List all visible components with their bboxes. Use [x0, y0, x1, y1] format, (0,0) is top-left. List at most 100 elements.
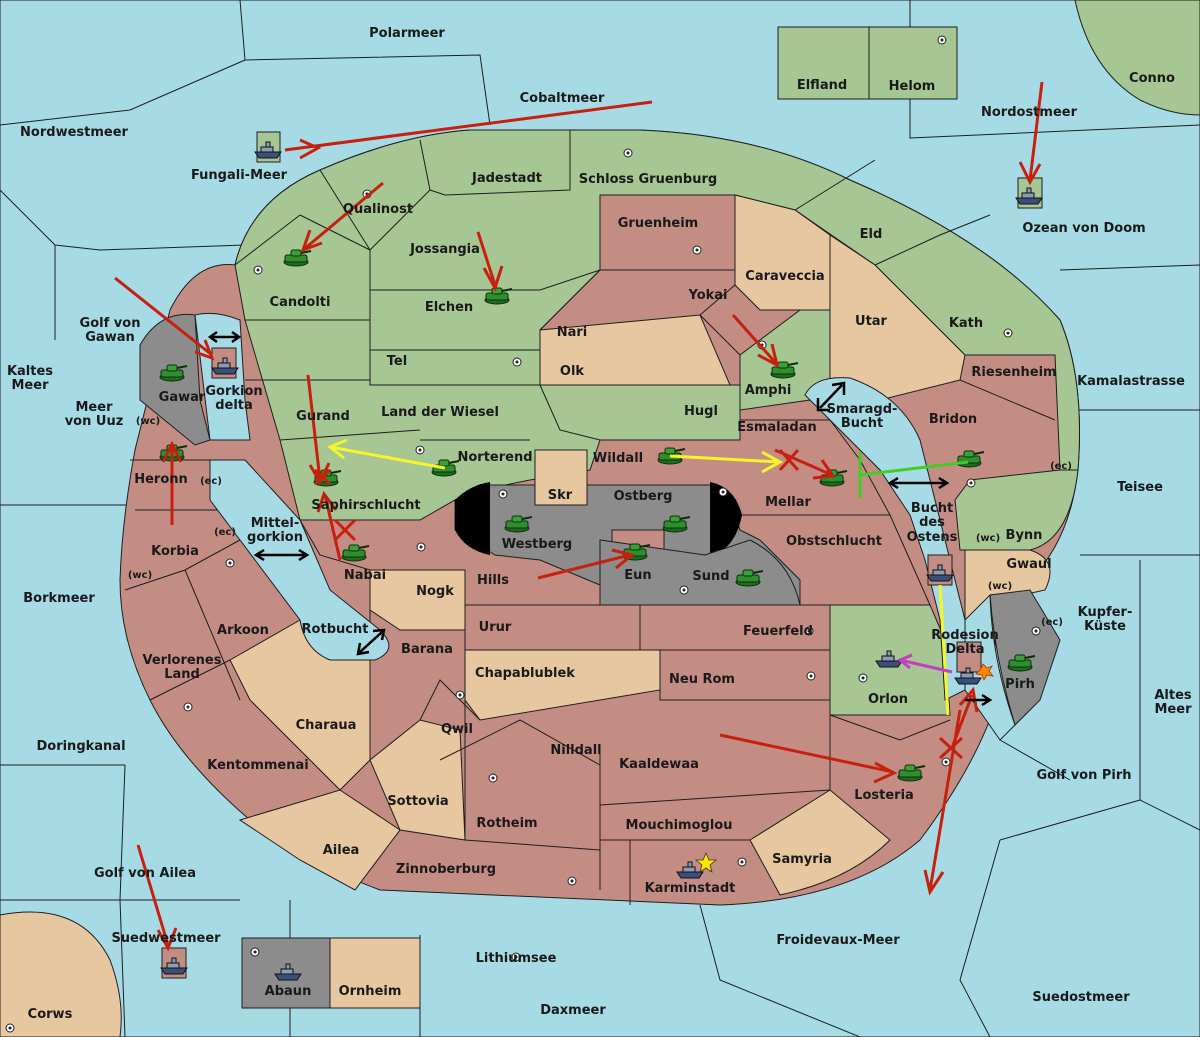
label-froidevaux-meer: Froidevaux-Meer: [776, 933, 900, 948]
label-sund: Sund: [692, 569, 729, 584]
label-urur: Urur: [479, 620, 512, 635]
coast-tag-bynn-wc: (wc): [976, 533, 1000, 544]
label-golf-von-pirh: Golf von Pirh: [1036, 768, 1131, 783]
label-verlorenes-land-2: Land: [164, 667, 200, 682]
label-nari: Nari: [557, 325, 588, 340]
label-tel: Tel: [387, 354, 407, 369]
label-borkmeer: Borkmeer: [23, 591, 95, 606]
label-orlon: Orlon: [868, 692, 908, 707]
label-hugl: Hugl: [684, 404, 718, 419]
label-kath: Kath: [949, 316, 983, 331]
label-ostberg: Ostberg: [614, 489, 673, 504]
label-schloss-gruenburg: Schloss Gruenburg: [579, 172, 717, 187]
province-conno[interactable]: [1074, 0, 1200, 116]
label-bridon: Bridon: [929, 412, 977, 427]
label-korbia: Korbia: [151, 544, 199, 559]
label-kupfer-kueste-2: Küste: [1084, 619, 1126, 634]
province-samyria[interactable]: [749, 789, 891, 896]
label-yokai: Yokai: [687, 288, 727, 303]
label-arkoon: Arkoon: [217, 623, 269, 638]
label-bucht-des-ostens-3: Ostens: [907, 530, 958, 545]
label-gawar: Gawar: [159, 390, 206, 405]
label-mouchimoglou: Mouchimoglou: [626, 818, 733, 833]
label-jadestadt: Jadestadt: [471, 171, 542, 186]
capital-star-icon: [694, 851, 718, 873]
province-skr[interactable]: [534, 449, 588, 506]
label-obstschlucht: Obstschlucht: [786, 534, 882, 549]
province-sund[interactable]: [599, 539, 801, 606]
province-sottovia[interactable]: [369, 719, 466, 841]
label-rodesion-delta-2: Delta: [945, 642, 984, 657]
label-gwaul: Gwaul: [1006, 557, 1051, 572]
province-elfland[interactable]: [777, 26, 870, 100]
label-candolti: Candolti: [270, 295, 331, 310]
label-ornheim: Ornheim: [339, 984, 402, 999]
label-rotbucht: Rotbucht: [302, 622, 369, 637]
sea-labels: Polarmeer Cobaltmeer Nordwestmeer Fungal…: [7, 26, 1192, 1022]
label-gruenheim: Gruenheim: [618, 216, 698, 231]
label-altes-meer-2: Meer: [1155, 702, 1193, 717]
label-kaltes-meer-1: Kaltes: [7, 364, 53, 379]
convoy-order: [897, 653, 953, 674]
coast-tag-gawar-wc: (wc): [136, 416, 160, 427]
coast-tag-gwaul-wc: (wc): [988, 581, 1012, 592]
label-doringkanal: Doringkanal: [36, 739, 125, 754]
coast-tag-korbia-ec: (ec): [214, 527, 236, 538]
label-gorkion-delta-1: Gorkion: [205, 384, 262, 399]
label-bynn: Bynn: [1006, 528, 1043, 543]
label-neu-rom: Neu Rom: [669, 672, 735, 687]
label-heronn: Heronn: [134, 472, 188, 487]
province-corws[interactable]: [0, 911, 122, 1037]
coast-tag-heronn-ec: (ec): [200, 476, 222, 487]
label-qwil: Qwil: [441, 722, 473, 737]
label-esmaladan: Esmaladan: [737, 420, 817, 435]
province-olk[interactable]: [539, 314, 731, 386]
label-altes-meer-1: Altes: [1154, 688, 1192, 703]
label-gurand: Gurand: [296, 409, 350, 424]
failed-order-marks: [313, 448, 964, 760]
label-norterend: Norterend: [457, 450, 532, 465]
label-samyria: Samyria: [772, 852, 832, 867]
label-helom: Helom: [889, 79, 936, 94]
label-elchen: Elchen: [425, 300, 473, 315]
label-lithiumsee: Lithiumsee: [476, 951, 557, 966]
label-elfland: Elfland: [797, 78, 847, 93]
label-nilldall: Nilldall: [550, 743, 601, 758]
label-rodesion-delta-1: Rodesion: [931, 628, 998, 643]
label-sottovia: Sottovia: [387, 794, 448, 809]
label-cobaltmeer: Cobaltmeer: [520, 91, 605, 106]
label-zinnoberburg: Zinnoberburg: [396, 862, 496, 877]
label-fungali-meer: Fungali-Meer: [191, 168, 288, 183]
label-kentommenai: Kentommenai: [207, 758, 308, 773]
label-nordostmeer: Nordostmeer: [981, 105, 1078, 120]
label-rotheim: Rotheim: [476, 816, 537, 831]
label-smaragd-bucht-1: Smaragd-: [827, 402, 898, 417]
label-polarmeer: Polarmeer: [369, 26, 445, 41]
label-kaaldewaa: Kaaldewaa: [619, 757, 699, 772]
label-olk: Olk: [560, 364, 585, 379]
label-feuerfeld: Feuerfeld: [743, 624, 813, 639]
label-land-der-wiesel: Land der Wiesel: [381, 405, 499, 420]
canal-links: [207, 330, 993, 707]
label-barana: Barana: [401, 642, 453, 657]
label-suedwestmeer: Suedwestmeer: [111, 931, 221, 946]
label-saphirschlucht: Saphirschlucht: [311, 498, 420, 513]
label-kaltes-meer-2: Meer: [12, 378, 50, 393]
label-wildall: Wildall: [593, 451, 643, 466]
province-ornheim[interactable]: [329, 937, 421, 1009]
coast-tags: (wc) (ec) (ec) (wc) (ec) (wc) (wc) (ec): [128, 416, 1072, 628]
label-smaragd-bucht-2: Bucht: [841, 416, 883, 431]
label-utar: Utar: [855, 314, 888, 329]
label-amphi: Amphi: [745, 383, 792, 398]
province-caraveccia[interactable]: [734, 194, 831, 311]
label-teisee: Teisee: [1117, 480, 1163, 495]
label-nabai: Nabai: [344, 568, 386, 583]
unit-box-rodesion: [956, 641, 982, 673]
label-karminstadt: Karminstadt: [645, 881, 736, 896]
alt-order: [859, 460, 969, 477]
coast-tag-bynn-ec: (ec): [1050, 461, 1072, 472]
label-pirh: Pirh: [1005, 677, 1035, 692]
label-caraveccia: Caraveccia: [745, 269, 824, 284]
province-ailea[interactable]: [238, 789, 401, 891]
